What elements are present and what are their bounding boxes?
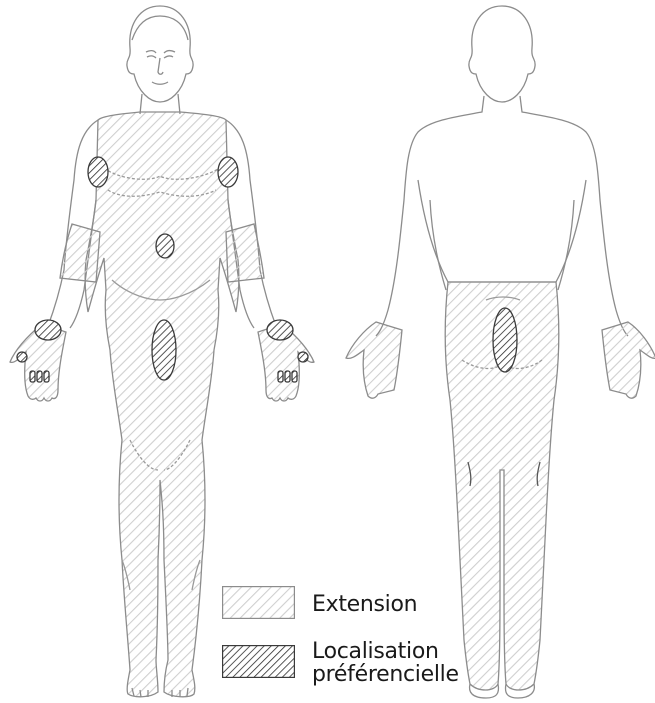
front-head [127, 6, 193, 102]
back-left-hand-extension [346, 322, 402, 398]
legend-preferential-label-line2: préférencielle [312, 664, 459, 686]
front-body-extension [85, 112, 239, 697]
legend-preferential-swatch [222, 645, 295, 678]
legend-extension-swatch [222, 586, 295, 619]
front-navel-spot [156, 234, 174, 258]
back-head [469, 6, 535, 102]
back-right-hand-extension [602, 322, 655, 398]
front-genital-spot [152, 320, 176, 380]
front-left-wrist-spot [35, 320, 61, 340]
front-left-axilla-spot [88, 157, 108, 187]
front-right-forearm-extension [226, 224, 264, 282]
front-right-axilla-spot [218, 157, 238, 187]
front-right-wrist-spot [267, 320, 293, 340]
legend-extension-label: Extension [312, 594, 417, 616]
front-left-forearm-extension [60, 224, 100, 282]
legend-preferential-label-line1: Localisation [312, 641, 439, 663]
back-gluteal-spot [493, 308, 517, 372]
